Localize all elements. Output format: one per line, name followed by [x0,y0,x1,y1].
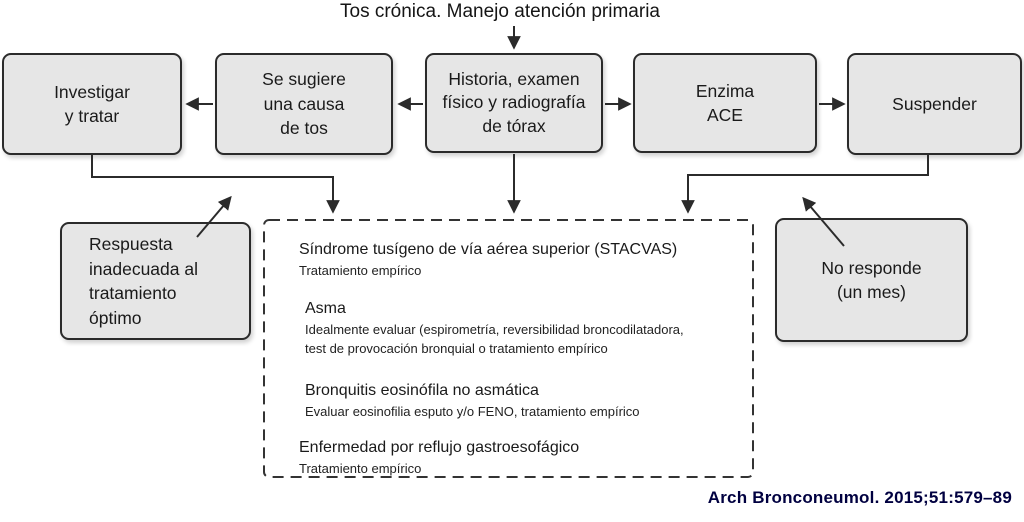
diagnoses-dashed-panel: Síndrome tusígeno de vía aérea superior … [263,220,753,478]
flow-box-label: Historia, examen físico y radiografía de… [442,69,586,136]
section-heading: Asma [305,299,346,317]
journal-citation: Arch Bronconeumol. 2015;51:579–89 [707,488,1012,507]
flow-box-label: Enzima ACE [695,80,755,126]
section-heading: Enfermedad por reflujo gastroesofágico [299,439,580,457]
flow-box-label: Investigar y tratar [54,81,130,127]
section-heading: Síndrome tusígeno de vía aérea superior … [299,241,678,258]
section-detail: Tratamiento empírico [299,263,422,278]
note-box-label: Respuesta inadecuada al tratamiento ópti… [89,234,198,328]
section-heading: Bronquitis eosinófila no asmática [305,381,539,399]
section-detail: Evaluar eosinofilia esputo y/o FENO, tra… [305,403,640,419]
panel-section-asma: Asma Idealmente evaluar (espirometría, r… [305,300,743,359]
diagram-title: Tos crónica. Manejo atención primaria [340,1,660,22]
flow-box-investigar-y-tratar: Investigar y tratar [2,53,182,155]
panel-section-bronquitis: Bronquitis eosinófila no asmática Evalua… [305,382,743,422]
panel-section-stacvas: Síndrome tusígeno de vía aérea superior … [299,241,743,281]
note-box-label: No responde (un mes) [821,257,922,303]
note-box-no-responde: No responde (un mes) [775,218,968,342]
section-detail: Tratamiento empírico [299,461,422,477]
arrow-suspender-to-panel [681,155,929,214]
note-box-respuesta-inadecuada: Respuesta inadecuada al tratamiento ópti… [60,222,251,340]
flow-box-suspender: Suspender [847,53,1022,155]
flow-box-label: Se sugiere una causa de tos [262,69,346,139]
flow-box-enzima-ace: Enzima ACE [633,53,817,153]
panel-section-reflujo: Enfermedad por reflujo gastroesofágico T… [299,439,743,479]
section-detail: Idealmente evaluar (espirometría, revers… [305,321,684,356]
flow-box-se-sugiere-causa: Se sugiere una causa de tos [215,53,393,155]
flow-box-historia-examen: Historia, examen físico y radiografía de… [425,53,603,153]
flow-box-label: Suspender [892,93,977,114]
arrow-investigar-to-panel [91,155,340,214]
